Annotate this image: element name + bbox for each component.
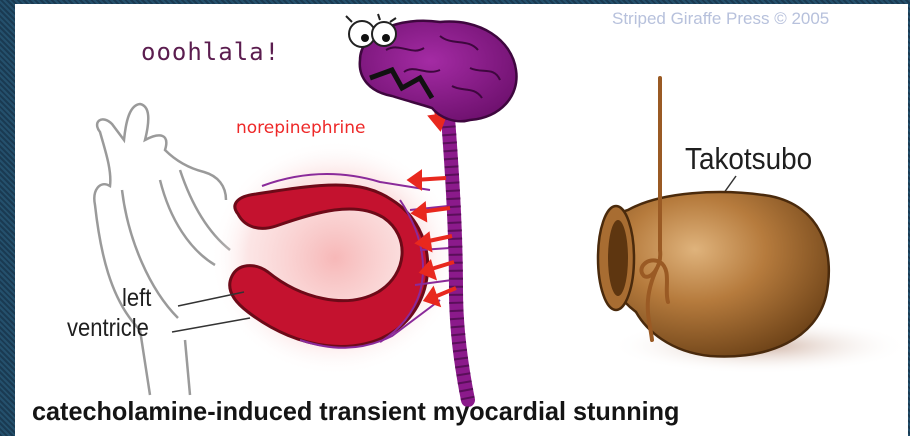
diagram-caption: catecholamine-induced transient myocardi… <box>32 396 679 427</box>
left-ventricle-label-line1: left <box>122 284 151 313</box>
takotsubo-pot <box>598 78 910 374</box>
norepinephrine-label: norepinephrine <box>236 118 366 138</box>
brain-illustration <box>346 14 517 121</box>
copyright-watermark: Striped Giraffe Press © 2005 <box>612 9 829 29</box>
body-outline-sketch <box>94 104 230 395</box>
left-ventricle-label-line2: ventricle <box>67 314 149 343</box>
exclamation-text: ooohlala! <box>141 38 280 66</box>
takotsubo-label: Takotsubo <box>685 141 812 177</box>
